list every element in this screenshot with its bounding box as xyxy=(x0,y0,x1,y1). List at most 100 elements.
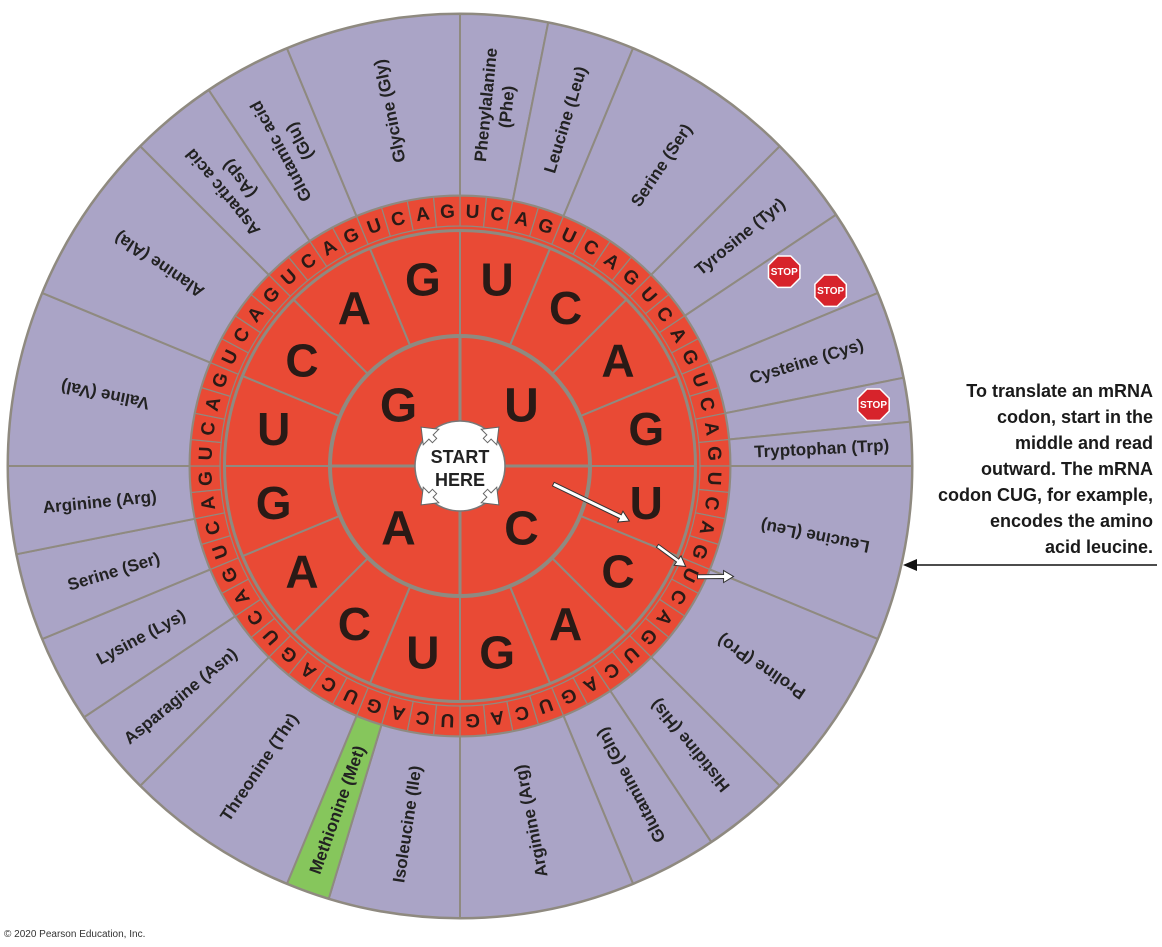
svg-text:C: C xyxy=(489,203,506,226)
copyright-notice: © 2020 Pearson Education, Inc. xyxy=(4,929,146,940)
amino-acid-sector: Leucine (Leu) xyxy=(708,465,914,641)
svg-text:A: A xyxy=(381,503,416,556)
third-base-cell: C xyxy=(688,386,726,420)
amino-acid-sector: Proline (Pro) xyxy=(649,568,879,788)
svg-text:U: U xyxy=(687,370,711,390)
stop-sign-icon: STOP xyxy=(767,255,801,289)
third-base-cell: U xyxy=(551,215,589,256)
third-base-cell: U xyxy=(331,676,369,717)
svg-text:A: A xyxy=(601,334,634,386)
svg-text:G: G xyxy=(364,693,385,718)
svg-text:U: U xyxy=(364,215,384,239)
third-base-cell: C xyxy=(380,200,414,238)
start-arrows-icon xyxy=(420,426,500,506)
second-base-cell: G xyxy=(578,374,697,467)
third-base-cell: C xyxy=(190,412,226,444)
instruction-caption: To translate an mRNA codon, start in the… xyxy=(937,381,1153,557)
third-base-cell: U xyxy=(432,704,461,737)
svg-text:U: U xyxy=(703,471,725,486)
third-base-cell: U xyxy=(209,337,250,375)
third-base-cell: C xyxy=(309,664,348,705)
third-base-cell: G xyxy=(331,215,369,256)
third-base-cell: G xyxy=(432,195,461,228)
start-here-center: START HERE xyxy=(414,420,506,512)
third-base-cell: U xyxy=(528,686,565,726)
svg-text:C: C xyxy=(414,706,431,729)
second-base-cell: G xyxy=(459,584,552,703)
svg-text:C: C xyxy=(700,495,723,512)
example-path-arrows-icon xyxy=(551,481,735,584)
third-base-cell: C xyxy=(482,196,514,232)
third-base-cell: U xyxy=(698,465,731,494)
svg-text:A: A xyxy=(489,706,506,729)
amino-acid-sector: Leucine (Leu) xyxy=(511,21,635,218)
example-arrow-icon xyxy=(655,543,687,568)
svg-text:A: A xyxy=(695,519,719,538)
svg-text:G: G xyxy=(465,709,481,731)
second-base-cell: G xyxy=(368,229,461,348)
svg-text:G: G xyxy=(195,471,217,487)
amino-acid-sector: Tryptophan (Trp) xyxy=(727,420,914,467)
third-base-cell: C xyxy=(221,315,262,354)
start-label: START xyxy=(431,447,490,467)
svg-text:U: U xyxy=(630,477,663,529)
second-base-cell: U xyxy=(578,465,697,558)
svg-text:U: U xyxy=(195,446,217,461)
svg-text:U: U xyxy=(440,709,455,731)
svg-text:C: C xyxy=(389,208,408,232)
stop-sign-icon: STOP xyxy=(857,388,890,422)
svg-text:C: C xyxy=(338,598,371,650)
svg-text:G: G xyxy=(703,446,725,462)
third-base-cell: A xyxy=(406,196,438,232)
svg-text:G: G xyxy=(405,254,441,306)
third-base-cell: A xyxy=(482,700,514,736)
third-base-cell: G xyxy=(189,465,222,494)
third-base-cell: U xyxy=(459,195,488,228)
svg-text:U: U xyxy=(257,403,290,455)
third-base-cell: G xyxy=(459,704,488,737)
third-base-cell: U xyxy=(250,617,292,658)
svg-text:G: G xyxy=(687,541,712,562)
start-here-circle xyxy=(414,420,506,512)
third-base-cell: C xyxy=(194,512,232,546)
svg-text:U: U xyxy=(465,201,480,223)
svg-text:A: A xyxy=(389,701,408,725)
svg-text:STOP: STOP xyxy=(817,286,844,297)
third-base-cell: G xyxy=(680,534,720,571)
svg-text:C: C xyxy=(549,282,582,334)
example-arrow-icon xyxy=(696,569,735,584)
svg-text:C: C xyxy=(202,518,226,537)
third-base-cell: A xyxy=(380,694,414,732)
third-base-cell: C xyxy=(406,700,438,736)
svg-text:A: A xyxy=(197,495,220,512)
third-base-cell: C xyxy=(592,650,633,692)
svg-text:STOP: STOP xyxy=(860,400,887,411)
svg-text:A: A xyxy=(513,208,532,232)
svg-text:A: A xyxy=(549,598,582,650)
amino-acid-sector: Threonine (Thr) xyxy=(138,655,358,885)
svg-text:G: G xyxy=(440,201,456,223)
example-arrow-icon xyxy=(551,481,631,523)
svg-text:C: C xyxy=(601,546,634,598)
caption-pointer-arrow-icon xyxy=(903,559,1157,571)
here-label: HERE xyxy=(435,470,485,490)
amino-acid-sector: Valine (Val) xyxy=(6,291,212,467)
svg-text:U: U xyxy=(480,254,513,306)
svg-text:G: G xyxy=(380,380,417,433)
amino-acid-sector: Cysteine (Cys) xyxy=(708,291,905,415)
svg-text:U: U xyxy=(536,693,556,717)
third-base-cell: C xyxy=(658,578,699,617)
third-base-cell: A xyxy=(190,488,226,520)
svg-text:A: A xyxy=(338,282,371,334)
svg-text:A: A xyxy=(414,203,431,226)
third-base-cell: G xyxy=(551,676,589,717)
svg-text:C: C xyxy=(512,701,531,725)
third-base-cell: G xyxy=(355,686,392,726)
svg-text:G: G xyxy=(256,477,292,529)
second-base-cell: U xyxy=(459,229,552,348)
svg-text:C: C xyxy=(695,395,719,414)
svg-text:U: U xyxy=(406,626,439,678)
svg-text:U: U xyxy=(504,380,539,433)
third-base-cell: A xyxy=(694,412,730,444)
